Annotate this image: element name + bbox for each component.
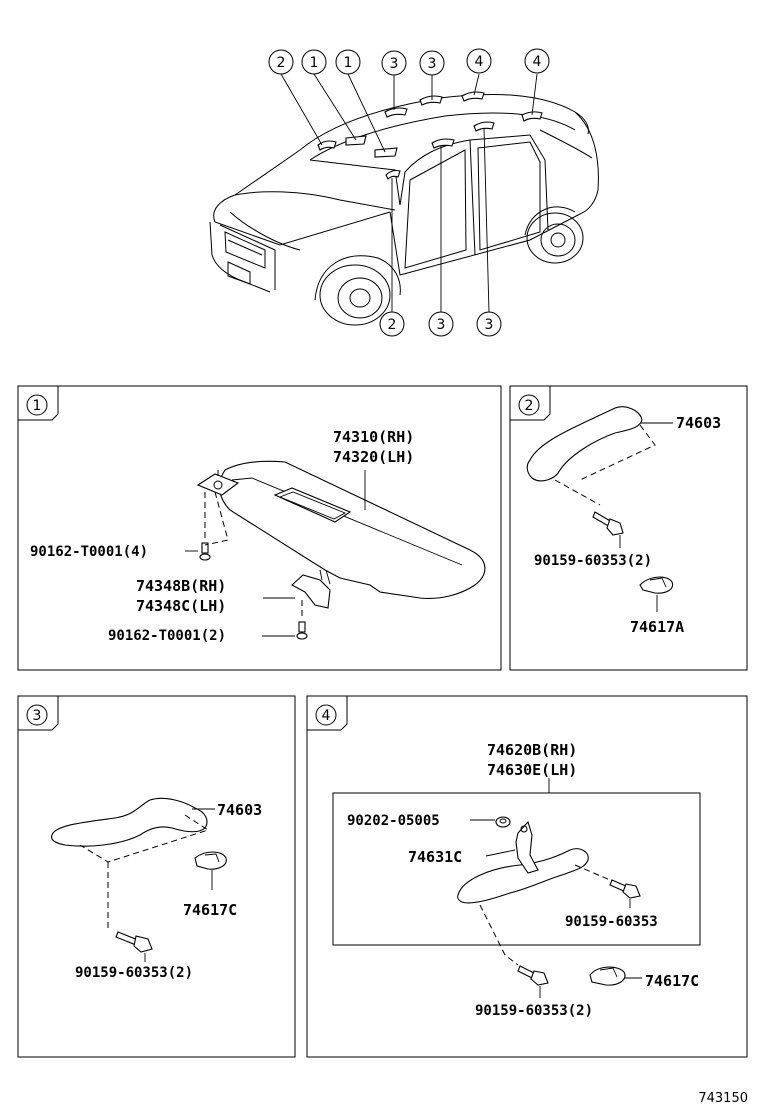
assembly-box — [332, 792, 701, 946]
label-clip: 74617C — [183, 901, 237, 919]
panel-1-sun-visor: 1 74310(RH) 74320(LH) 90162-T0001(4) 74 — [17, 385, 502, 671]
svg-text:1: 1 — [310, 55, 319, 71]
vehicle-illustration — [209, 91, 599, 326]
label-assy-rh: 74620B(RH) — [487, 741, 577, 759]
sun-visor-part — [219, 460, 486, 599]
assist-grip-part — [51, 797, 208, 847]
label-holder-lh: 74348C(LH) — [136, 597, 226, 615]
svg-text:2: 2 — [277, 55, 286, 71]
label-clip: 74617C — [645, 972, 699, 990]
panel-frame — [306, 695, 748, 1058]
label-visor-rh: 74310(RH) — [333, 428, 414, 446]
callout-circle: 3 — [381, 50, 407, 76]
panel-tab — [510, 386, 551, 421]
nut-part — [495, 816, 511, 828]
label-visor-lh: 74320(LH) — [333, 448, 414, 466]
panel-number: 4 — [322, 708, 331, 724]
bolt-part — [517, 965, 549, 986]
svg-text:3: 3 — [437, 317, 446, 333]
panel-number: 2 — [525, 398, 534, 414]
label-clip: 74617A — [630, 618, 684, 636]
clip-part — [589, 966, 626, 986]
label-screw-4: 90162-T0001(4) — [30, 544, 148, 560]
svg-text:3: 3 — [485, 317, 494, 333]
callout-circle: 1 — [335, 49, 361, 75]
bolt-part — [609, 879, 641, 899]
panel-frame — [17, 695, 296, 1058]
bolt-part — [592, 511, 624, 536]
svg-text:4: 4 — [475, 54, 484, 70]
panel-tab — [18, 386, 59, 421]
overview-leaders — [280, 73, 538, 313]
label-grip: 74603 — [676, 414, 721, 432]
label-holder-rh: 74348B(RH) — [136, 577, 226, 595]
panel-tab — [307, 696, 348, 731]
clip-part — [639, 576, 674, 594]
panel-tab — [18, 696, 59, 731]
screw-part — [199, 542, 211, 561]
label-bolt-inner: 90159-60353 — [565, 914, 658, 930]
visor-pivot-bracket — [196, 473, 240, 496]
svg-text:4: 4 — [533, 54, 542, 70]
label-hook: 74631C — [408, 848, 462, 866]
label-bolt-2: 90159-60353(2) — [75, 965, 193, 981]
panel-3-assist-grip: 3 74603 74617C 90159-60353(2) — [17, 695, 296, 1058]
visor-holder-part — [291, 574, 331, 609]
bolt-part — [115, 931, 153, 953]
assist-grip-part — [526, 406, 643, 482]
diagram-ref-code: 743150 — [698, 1091, 748, 1106]
coat-hook-part — [515, 820, 539, 874]
panel-number: 1 — [33, 398, 42, 414]
callout-circle: 1 — [301, 49, 327, 75]
label-screw-2: 90162-T0001(2) — [108, 628, 226, 644]
panel-frame — [509, 385, 748, 671]
callout-circle: 2 — [379, 311, 405, 337]
panel-number: 3 — [33, 708, 42, 724]
panel-frame — [17, 385, 502, 671]
label-grip: 74603 — [217, 801, 262, 819]
clip-part — [194, 851, 227, 870]
callout-circle: 4 — [466, 48, 492, 74]
callout-circle: 3 — [428, 311, 454, 337]
svg-text:2: 2 — [388, 317, 397, 333]
screw-part — [296, 621, 308, 640]
callout-circle: 4 — [524, 48, 550, 74]
panel-2-assist-grip: 2 74603 90159-60353(2) 74617A — [509, 385, 748, 671]
assist-grip-part — [457, 848, 589, 904]
svg-text:3: 3 — [390, 56, 399, 72]
callout-circle: 3 — [419, 50, 445, 76]
label-assy-lh: 74630E(LH) — [487, 761, 577, 779]
callout-circle: 2 — [268, 49, 294, 75]
panel-4-grip-with-hook: 4 74620B(RH) 74630E(LH) — [306, 695, 748, 1058]
label-nut: 90202-05005 — [347, 813, 440, 829]
label-bolt-2: 90159-60353(2) — [534, 553, 652, 569]
label-bolt-outer: 90159-60353(2) — [475, 1003, 593, 1019]
svg-text:3: 3 — [428, 56, 437, 72]
callout-circle: 3 — [476, 311, 502, 337]
svg-text:1: 1 — [344, 55, 353, 71]
overview-callouts: 2 1 1 3 3 4 4 2 3 3 — [268, 48, 550, 337]
